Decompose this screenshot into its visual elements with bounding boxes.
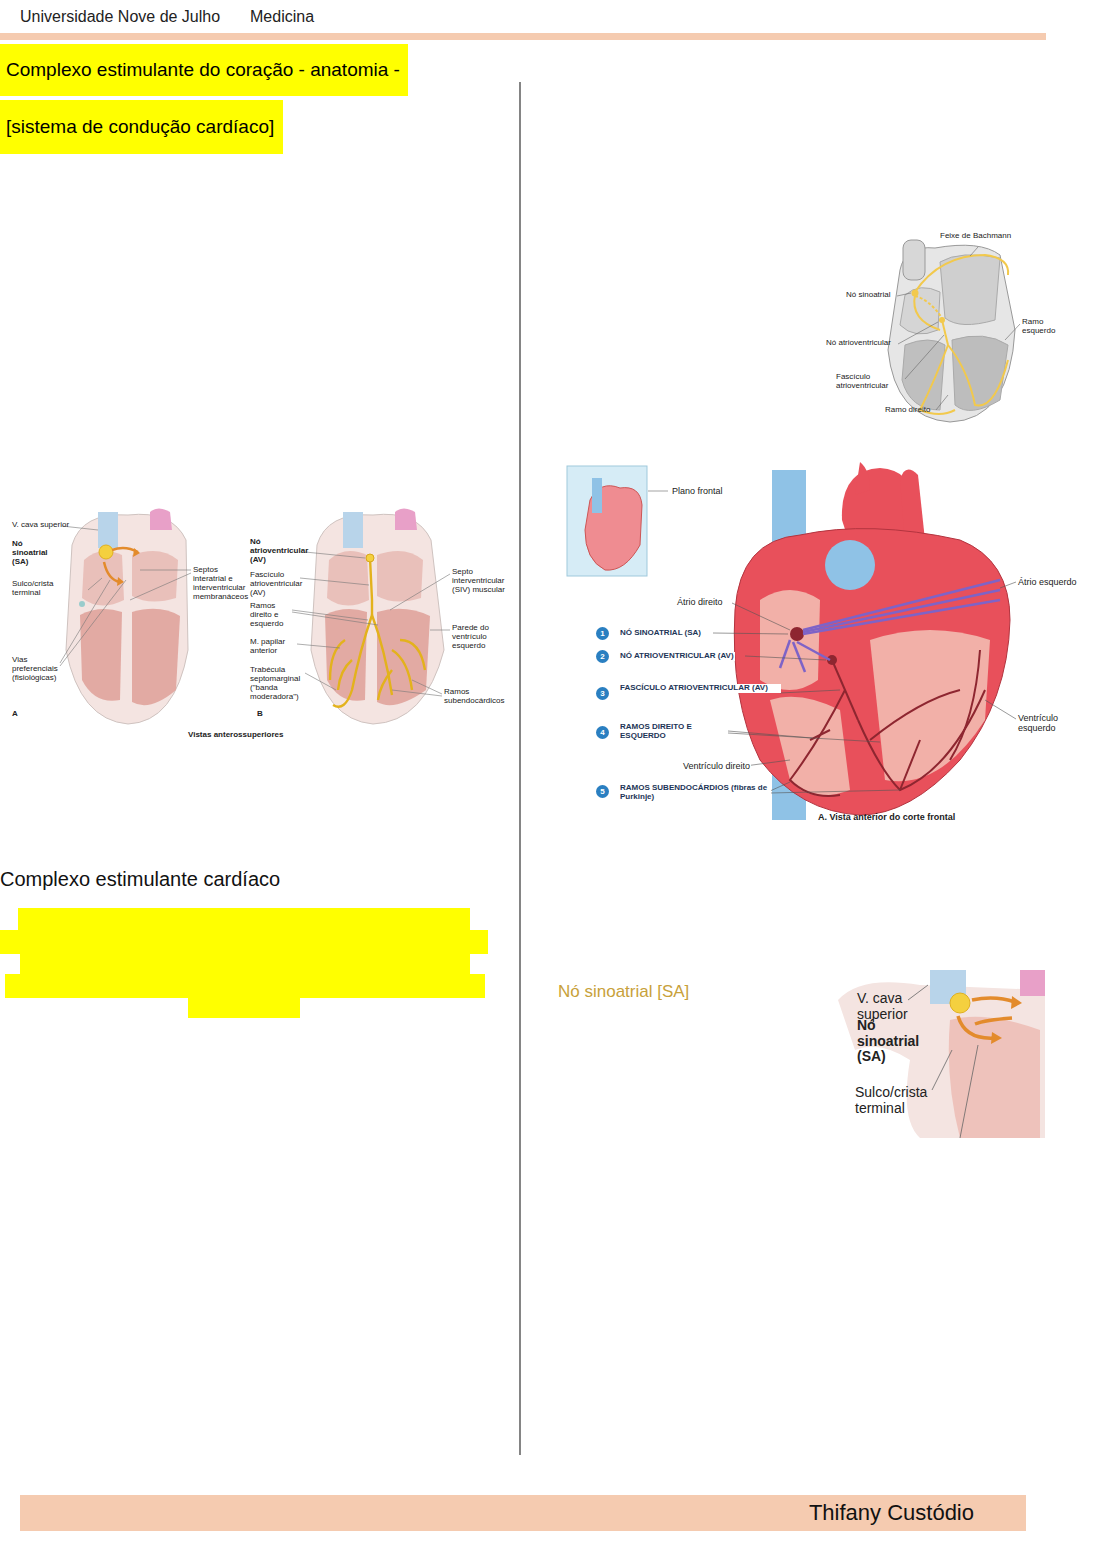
step-label: NÓ ATRIOVENTRICULAR (AV): [619, 652, 735, 661]
highlight-band: [sistema de condução cardíaco]: [0, 100, 283, 154]
part-label: Sulco/crista terminal: [12, 580, 72, 598]
panel-letter: A: [12, 710, 18, 719]
part-label: Ramo esquerdo: [1022, 318, 1072, 336]
leader-lines-b: [292, 552, 450, 696]
step-label: NÓ SINOATRIAL (SA): [619, 629, 702, 638]
figure-caption: A. Vista anterior do corte frontal: [818, 812, 955, 822]
sa-crop: [838, 970, 1045, 1138]
section-heading: Nó sinoatrial [SA]: [558, 982, 689, 1001]
part-label: Fascículo atrioventricular (AV): [250, 571, 300, 598]
part-label: Feixe de Bachmann: [940, 232, 1011, 241]
part-label: Ventrículo direito: [682, 761, 751, 771]
small-heart: [888, 240, 1015, 422]
part-label: Átrio direito: [676, 597, 724, 607]
callout-number: 4: [600, 728, 604, 737]
figure-caption: Vistas anterossuperiores: [188, 731, 283, 740]
callout-number: 1: [600, 629, 604, 638]
part-label: Sulco/crista terminal: [855, 1085, 933, 1116]
part-label: Trabécula septomarginal ("banda moderado…: [250, 666, 306, 702]
part-label: Septo interventricular (SIV) muscular: [452, 568, 510, 595]
step-label: RAMOS SUBENDOCÁRDIOS (fibras de Purkinje…: [619, 784, 771, 802]
callout-number: 5: [600, 787, 604, 796]
big-heart: [734, 462, 1010, 820]
highlight-band: Complexo estimulante do coração - anatom…: [0, 44, 408, 96]
header-rule: [0, 33, 1046, 40]
part-label: Vias preferenciais (fisiológicas): [12, 656, 60, 683]
section-heading: Complexo estimulante cardíaco: [0, 868, 280, 890]
part-label: Plano frontal: [672, 486, 723, 496]
inset-plane: [567, 466, 668, 576]
part-label: Ramos subendocárdicos: [444, 688, 506, 706]
part-label: Parede do ventrículo esquerdo: [452, 624, 504, 651]
part-label: Nó sinoatrial (SA): [857, 1018, 927, 1065]
header-text: Medicina: [250, 8, 314, 26]
heart-a: [66, 509, 188, 725]
title-text: [sistema de condução cardíaco]: [6, 116, 274, 138]
panel-letter: B: [257, 710, 263, 719]
footer-band: Thifany Custódio: [20, 1495, 1026, 1531]
part-label: M. papilar anterior: [250, 638, 298, 656]
part-label: V. cava superior: [12, 521, 69, 530]
step-label: FASCÍCULO ATRIOVENTRICULAR (AV): [619, 684, 781, 693]
leader-lines-a: [60, 526, 191, 666]
highlight-block: [0, 908, 488, 1018]
part-label: Nó atrioventricular (AV): [250, 538, 308, 565]
callout-number: 3: [600, 689, 604, 698]
callout-circle: 5: [596, 785, 609, 798]
callout-circle: 4: [596, 726, 609, 739]
leader-lines-small: [897, 247, 1020, 410]
part-label: Ramo direito: [885, 406, 930, 415]
callout-circle: 2: [596, 650, 609, 663]
part-label: Ramos direito e esquerdo: [250, 602, 292, 629]
callout-number: 2: [600, 652, 604, 661]
callout-circle: 1: [596, 627, 609, 640]
part-label: Nó sinoatrial: [846, 291, 890, 300]
part-label: Ventrículo esquerdo: [1018, 713, 1080, 733]
part-label: Nó sinoatrial (SA): [12, 540, 60, 567]
part-label: Átrio esquerdo: [1018, 577, 1077, 587]
step-label: RAMOS DIREITO E ESQUERDO: [619, 723, 721, 741]
part-label: Septos interatrial e interventricular me…: [193, 566, 245, 602]
header-text: Universidade Nove de Julho: [20, 8, 220, 26]
callout-circle: 3: [596, 687, 609, 700]
part-label: Fascículo atrioventricular: [836, 373, 902, 391]
title-text: Complexo estimulante do coração - anatom…: [6, 59, 400, 81]
heart-b: [311, 509, 444, 725]
column-divider: [519, 82, 520, 1455]
part-label: Nó atrioventricular: [826, 339, 891, 348]
author-name: Thifany Custódio: [809, 1500, 974, 1526]
